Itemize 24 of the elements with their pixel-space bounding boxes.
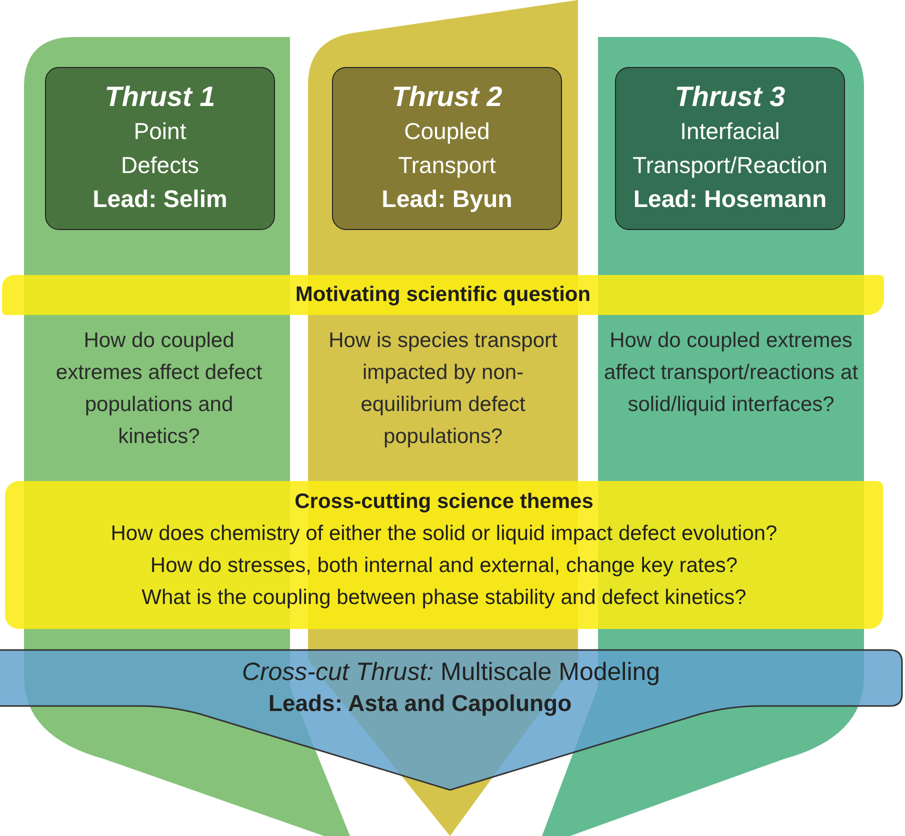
question-text: How do coupled extremes affect defect populations and kinetics? — [54, 328, 264, 450]
thrust-name: Coupled Transport — [397, 116, 497, 180]
question-band — [2, 275, 884, 315]
lead-name: Lead: Hosemann — [633, 184, 827, 214]
themes-band — [5, 481, 883, 629]
theme-question: How do stresses, both internal and external, change key rates? — [149, 553, 739, 579]
thrust-box — [45, 67, 275, 230]
question-text: How do coupled extremes affect transport/reactions at solid/liquid interfaces? — [602, 328, 860, 418]
banner-title: Cross-cut Thrust: Multiscale Modeling — [240, 658, 662, 687]
lead-name: Lead: Selim — [92, 184, 228, 214]
thrust-title: Thrust 1 — [104, 80, 216, 114]
band-heading: Motivating scientific question — [295, 283, 591, 307]
theme-question: How does chemistry of either the solid or liquid impact defect evolution? — [110, 521, 778, 547]
thrust-name: Point Defects — [120, 116, 200, 180]
thrust-box — [615, 67, 845, 230]
thrust-name: Interfacial Transport/Reaction — [632, 116, 828, 180]
thrust-title: Thrust 3 — [674, 80, 786, 114]
band-heading: Cross-cutting science themes — [294, 489, 594, 515]
thrust-box — [332, 67, 562, 230]
lead-name: Lead: Byun — [382, 184, 512, 214]
question-text: How is species transport impacted by non-equilibrium defect populations? — [328, 328, 558, 450]
banner-leads: Leads: Asta and Capolungo — [267, 690, 573, 717]
theme-question: What is the coupling between phase stability and defect kinetics? — [140, 585, 748, 611]
thrust-title: Thrust 2 — [392, 80, 502, 114]
